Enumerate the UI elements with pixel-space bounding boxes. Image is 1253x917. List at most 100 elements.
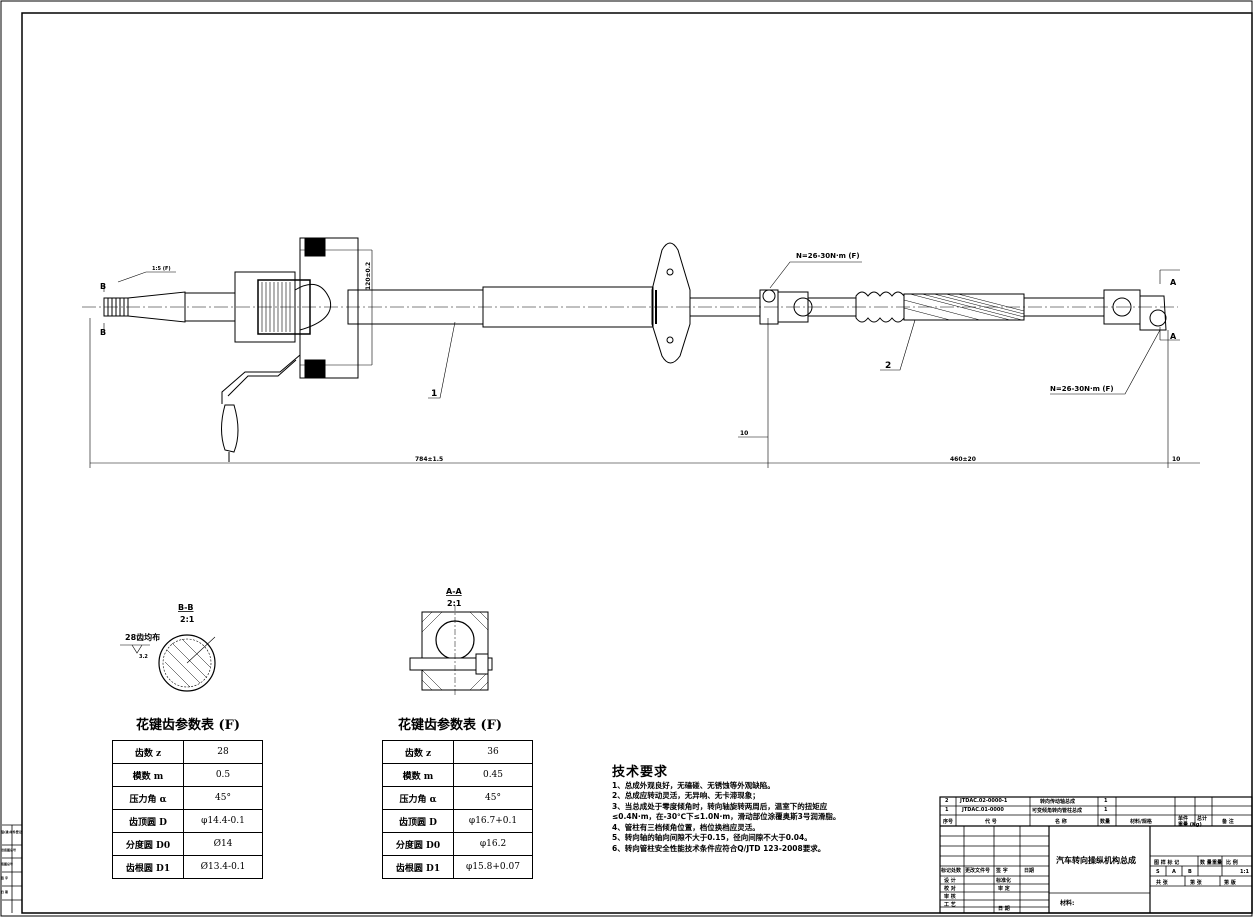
- dimension-overall-right: 460±20: [950, 456, 976, 463]
- bom-header-no: 序号: [943, 819, 954, 825]
- sign-header-date: 日期: [1024, 868, 1035, 874]
- section-a-a-scale: 2:1: [447, 599, 462, 608]
- param-value: 0.5: [183, 763, 263, 787]
- param-value: 45°: [183, 786, 263, 810]
- sign-header-signature: 签 字: [996, 868, 1008, 874]
- param-label: 齿数 z: [112, 740, 184, 764]
- stage-header-scale: 比 例: [1226, 860, 1238, 866]
- sheet-revision: 第 版: [1224, 880, 1236, 886]
- part-number-1: 1: [431, 389, 437, 399]
- spline-table-left-title: 花键齿参数表 (F): [136, 718, 241, 733]
- section-b-b-view: [120, 634, 216, 692]
- strip-label-base: 底图总号: [1, 862, 14, 866]
- param-label: 模数 m: [382, 763, 454, 787]
- stage-header-weight: 重量: [1212, 860, 1223, 866]
- spline-table-right-title: 花键齿参数表 (F): [398, 718, 503, 733]
- param-value: φ15.8+0.07: [453, 855, 533, 879]
- param-value: 28: [183, 740, 263, 764]
- steering-column-assembly: [82, 237, 1178, 462]
- stage-mark-s: S: [1156, 869, 1160, 875]
- bom-row-1-code: JTDAC.01-0000: [962, 807, 1004, 813]
- param-label: 齿根圆 D1: [112, 855, 184, 879]
- section-b-b-title: B-B: [178, 603, 194, 612]
- param-label: 压力角 α: [112, 786, 184, 810]
- bom-row-2-qty: 1: [1104, 798, 1108, 804]
- requirement-item: 3、当总成处于零度倾角时，转向轴旋转两周后，温室下的扭矩应: [612, 801, 828, 811]
- bom-row-2-name: 转向传动轴总成: [1040, 799, 1076, 805]
- section-marker-a-bottom: A: [1170, 332, 1177, 341]
- requirement-item: 4、管柱有三档倾角位置，档位换档应灵活。: [612, 822, 760, 832]
- dimension-lines: [89, 250, 1200, 468]
- bom-header-total: 总计: [1197, 816, 1208, 822]
- role-standardization: 标准化: [996, 878, 1012, 884]
- left-binding-strip: [2, 824, 22, 913]
- bom-header-code: 代 号: [985, 819, 997, 825]
- param-label: 分度圆 D0: [112, 832, 184, 856]
- role-review: 审 核: [944, 894, 956, 900]
- role-approve: 审 定: [998, 886, 1010, 892]
- strip-label-old-base: 旧底图总号: [1, 848, 17, 852]
- sheet-number: 第 张: [1190, 880, 1202, 886]
- role-date: 日 期: [998, 906, 1010, 912]
- technical-requirements: 技术要求 1、总成外观良好，无磕碰、无锈蚀等外观缺陷。 2、总成应转动灵活，无异…: [612, 765, 841, 854]
- param-value: φ16.2: [453, 832, 533, 856]
- requirement-item: 1、总成外观良好，无磕碰、无锈蚀等外观缺陷。: [612, 780, 775, 790]
- inner-border: [21, 12, 1253, 914]
- section-marker-b-top: B: [100, 282, 106, 291]
- bom-header-name: 名 称: [1055, 819, 1067, 825]
- bom-header-unit: 单件: [1178, 816, 1189, 822]
- surface-roughness: 3.2: [139, 654, 148, 660]
- dimension-overall-left: 784±1.5: [415, 456, 443, 463]
- role-process: 工 艺: [944, 902, 956, 908]
- drawing-name: 汽车转向操纵机构总成: [1056, 856, 1136, 865]
- section-b-b-note: 28齿均布: [125, 632, 160, 642]
- param-value: 36: [453, 740, 533, 764]
- param-value: 45°: [453, 786, 533, 810]
- role-design: 设 计: [944, 878, 956, 884]
- scale-note: 1:5 (F): [152, 266, 171, 272]
- param-label: 齿顶圆 D: [382, 809, 454, 833]
- torque-callout-upper: N=26-30N·m (F): [796, 252, 860, 260]
- material-label: 材料:: [1060, 900, 1075, 907]
- section-a-a-title: A-A: [446, 587, 463, 596]
- section-b-b-scale: 2:1: [180, 615, 195, 624]
- bom-row-2-code: JTDAC.02-0000-1: [960, 798, 1008, 804]
- sign-header-mark: 标记处数: [941, 868, 962, 874]
- part-number-2: 2: [885, 361, 891, 371]
- stage-mark-a: A: [1172, 869, 1176, 875]
- bom-header-material: 材料/规格: [1130, 819, 1152, 825]
- param-value: 0.45: [453, 763, 533, 787]
- param-label: 齿顶圆 D: [112, 809, 184, 833]
- param-label: 分度圆 D0: [382, 832, 454, 856]
- role-check: 校 对: [944, 886, 956, 892]
- requirement-item: ≤0.4N·m，在-30℃下≤1.0N·m，滑动部位涂覆奥斯3号润滑脂。: [612, 812, 841, 821]
- strip-label-date: 日 期: [1, 890, 9, 894]
- bom-row-1-qty: 1: [1104, 807, 1108, 813]
- bom-header-remarks: 备 注: [1222, 819, 1234, 825]
- dimension-right-gap: 10: [1172, 456, 1180, 463]
- bom-row-1-no: 1: [945, 807, 949, 813]
- sign-header-file: 更改文件号: [965, 868, 991, 874]
- param-value: Ø14: [183, 832, 263, 856]
- strip-label-reuse: 借(通)用件登记: [1, 830, 22, 834]
- technical-requirements-heading: 技术要求: [612, 765, 669, 780]
- param-label: 压力角 α: [382, 786, 454, 810]
- stage-mark-b: B: [1188, 869, 1192, 875]
- bom-header-weight: 重量 (Kg): [1178, 822, 1202, 828]
- param-value: φ14.4-0.1: [183, 809, 263, 833]
- title-block: [939, 796, 1253, 914]
- requirement-item: 2、总成应转动灵活，无异响、无卡滞现象；: [612, 791, 760, 800]
